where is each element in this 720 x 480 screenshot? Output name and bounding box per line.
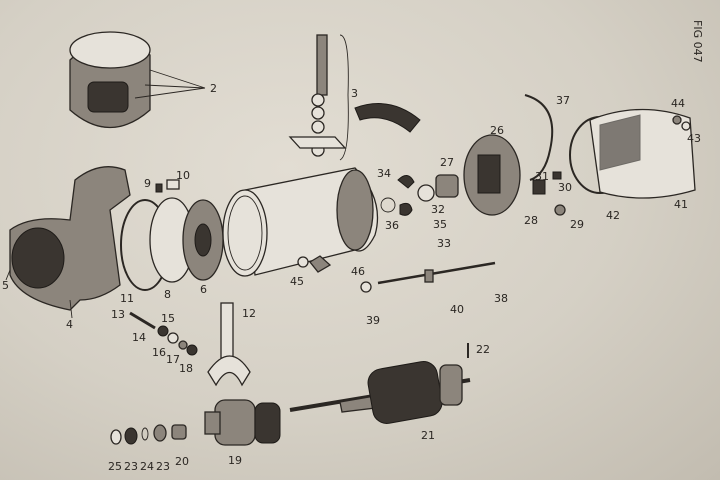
label-34: 34 — [377, 167, 391, 180]
label-41: 41 — [674, 198, 688, 211]
label-46: 46 — [351, 265, 365, 278]
part-38-through-bolt — [377, 261, 496, 285]
label-11: 11 — [120, 292, 134, 305]
label-27: 27 — [440, 156, 454, 169]
label-43: 43 — [687, 132, 701, 145]
label-25: 25 — [108, 460, 122, 473]
label-26: 26 — [490, 124, 504, 137]
part-15-bush — [157, 325, 169, 337]
part-46-bolt — [309, 255, 332, 273]
label-18: 18 — [179, 362, 193, 375]
label-32: 32 — [431, 203, 445, 216]
label-3: 3 — [351, 87, 358, 100]
part-10-nut — [166, 179, 180, 190]
part-17-washer — [178, 340, 188, 350]
part-25-washer — [110, 429, 122, 445]
part-20-bush — [171, 424, 187, 440]
label-30: 30 — [558, 181, 572, 194]
label-31: 31 — [535, 170, 549, 183]
label-16: 16 — [152, 346, 166, 359]
label-8: 8 — [164, 288, 171, 301]
label-15: 15 — [161, 312, 175, 325]
label-12: 12 — [242, 307, 256, 320]
label-44: 44 — [671, 97, 685, 110]
label-2: 2 — [210, 82, 217, 95]
label-24: 24 — [140, 460, 154, 473]
label-6: 6 — [200, 283, 207, 296]
part-43-nut — [681, 121, 691, 131]
label-19: 19 — [228, 454, 242, 467]
label-21: 21 — [421, 429, 435, 442]
part-34-spring — [397, 175, 415, 189]
part-45-washer — [297, 256, 309, 268]
part-44-screw — [672, 115, 682, 125]
label-45: 45 — [290, 275, 304, 288]
label-33: 33 — [437, 237, 451, 250]
label-23b: 23 — [156, 460, 170, 473]
part-40-spacer — [424, 269, 434, 283]
part-12-shift-fork — [207, 302, 251, 387]
part-39-washer — [360, 281, 372, 293]
label-36: 36 — [385, 219, 399, 232]
part-32-washer — [417, 184, 435, 202]
part-23-collar — [153, 424, 167, 442]
label-14: 14 — [132, 331, 146, 344]
part-9-screw — [155, 183, 163, 193]
part-26-commutator-end-plate — [463, 134, 521, 216]
part-18-nut — [186, 344, 198, 356]
part-28-brush — [532, 179, 546, 195]
label-35: 35 — [433, 218, 447, 231]
label-20: 20 — [175, 455, 189, 468]
part-24-ring — [141, 427, 149, 441]
label-38: 38 — [494, 292, 508, 305]
label-13: 13 — [111, 308, 125, 321]
label-29: 29 — [570, 218, 584, 231]
label-37: 37 — [556, 94, 570, 107]
label-17: 17 — [166, 353, 180, 366]
part-27-bush — [435, 174, 459, 198]
part-21-armature — [289, 361, 471, 424]
part-36-washer — [380, 197, 396, 213]
part-16-washer — [167, 332, 179, 344]
label-4: 4 — [66, 318, 73, 331]
part-2-cap — [69, 31, 206, 129]
figure-title: FIG 047 — [691, 20, 704, 63]
part-19-drive-pinion — [204, 399, 281, 446]
label-5: 5 — [2, 279, 9, 292]
label-40: 40 — [450, 303, 464, 316]
label-10: 10 — [176, 169, 190, 182]
part-29-nut — [554, 204, 566, 216]
label-23a: 23 — [124, 460, 138, 473]
part-yoke-housing — [222, 167, 379, 277]
part-37-cable — [524, 94, 554, 181]
part-30-screw — [552, 171, 562, 180]
part-35-clip — [399, 202, 413, 216]
label-42: 42 — [606, 209, 620, 222]
label-28: 28 — [524, 214, 538, 227]
label-9: 9 — [144, 177, 151, 190]
part-4-drive-housing — [5, 166, 131, 319]
label-39: 39 — [366, 314, 380, 327]
part-3-brush-set — [288, 34, 421, 161]
part-23-collar-b — [124, 427, 138, 445]
label-22: 22 — [476, 343, 490, 356]
part-13-pivot-bolt — [129, 311, 156, 330]
